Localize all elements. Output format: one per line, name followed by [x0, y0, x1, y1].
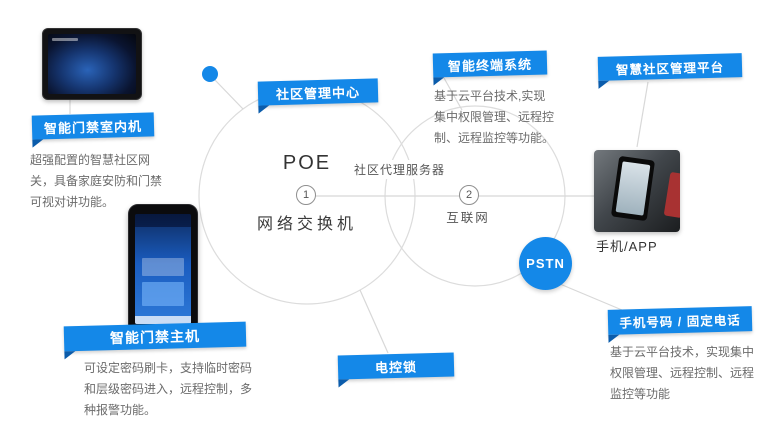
proxy-server-label: 社区代理服务器 [352, 160, 448, 179]
screen-icons [52, 38, 78, 41]
ring-to-lock-line [359, 289, 389, 354]
pstn-to-banner-line [559, 283, 623, 311]
indoor-unit-screen [48, 34, 136, 94]
banner-indoor-unit: 智能门禁室内机 [31, 112, 155, 140]
banner-phone-number-label: 手机号码 / 固定电话 [619, 313, 741, 331]
phone-app-label: 手机/APP [596, 239, 658, 254]
step-2-marker: 2 [459, 185, 479, 205]
banner-management-platform-label: 智慧社区管理平台 [615, 60, 725, 77]
hand-holding-phone-photo [594, 150, 680, 232]
main-unit-screen [135, 214, 191, 324]
banner-main-unit-label: 智能门禁主机 [109, 327, 201, 346]
indoor-unit-description: 超强配置的智慧社区网关，具备家庭安防和门禁可视对讲功能。 [30, 153, 163, 209]
screen-card [141, 258, 185, 276]
banner-community-center: 社区管理中心 [257, 78, 379, 106]
poe-title: POE [282, 152, 332, 174]
network-node-dot [202, 66, 218, 82]
screen-keypad [141, 282, 185, 307]
indoor-unit-device [42, 28, 142, 100]
dot-to-ring-line [214, 79, 244, 110]
main-unit-description: 可设定密码刷卡，支持临时密码和层级密码进入，远程控制，多种报警功能。 [84, 361, 253, 417]
banner-electric-lock: 电控锁 [337, 352, 455, 380]
banner-community-center-label: 社区管理中心 [275, 84, 361, 102]
platform-to-phone-line [636, 81, 649, 148]
terminal-banner-line [443, 77, 463, 111]
screen-header [135, 214, 191, 228]
banner-main-unit: 智能门禁主机 [63, 321, 247, 352]
red-object [663, 171, 680, 219]
network-switch-label: 网络交换机 [256, 216, 357, 233]
step-1-marker: 1 [296, 185, 316, 205]
banner-phone-number: 手机号码 / 固定电话 [607, 306, 753, 335]
phone-number-description: 基于云平台技术，实现集中权限管理、远程控制、远程监控等功能 [610, 345, 755, 401]
banner-indoor-unit-label: 智能门禁室内机 [43, 118, 143, 136]
banner-terminal-system: 智能终端系统 [432, 50, 548, 78]
main-unit-device [128, 204, 198, 334]
internet-label: 互联网 [440, 207, 496, 226]
banner-electric-lock-label: 电控锁 [374, 358, 418, 376]
screen-footer [135, 316, 191, 324]
smartphone-shape [610, 155, 655, 222]
banner-management-platform: 智慧社区管理平台 [597, 53, 743, 81]
banner-terminal-system-label: 智能终端系统 [447, 56, 533, 74]
terminal-system-description: 基于云平台技术,实现集中权限管理、远程控制、远程监控等功能。 [434, 89, 555, 145]
pstn-node: PSTN [519, 237, 572, 290]
smartphone-screen [615, 161, 650, 216]
